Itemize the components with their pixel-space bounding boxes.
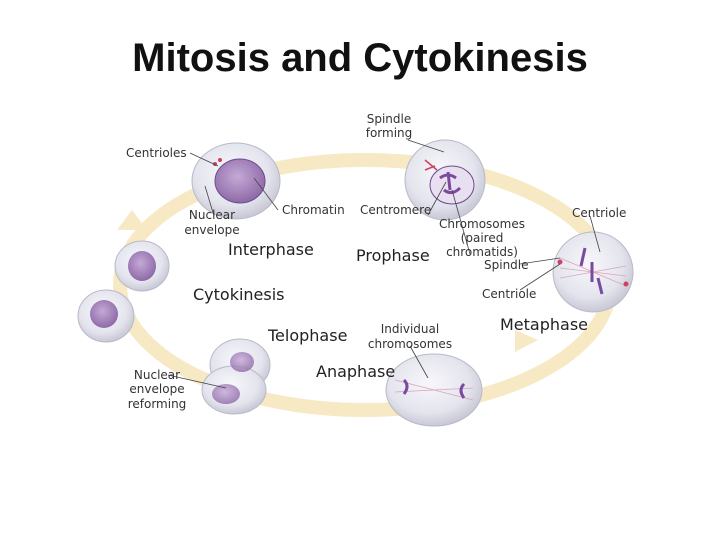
label-ne-reforming-line1: Nuclear <box>134 368 180 382</box>
label-chromatin: Chromatin <box>282 203 345 217</box>
label-ne-reforming-line3: reforming <box>128 397 187 411</box>
label-chromosomes-line3: chromatids) <box>446 245 518 259</box>
telophase-cells <box>201 338 271 415</box>
metaphase-cell <box>552 231 634 313</box>
stage-metaphase: Metaphase <box>500 315 588 334</box>
stage-anaphase: Anaphase <box>316 362 395 381</box>
label-ne-reforming-line2: envelope <box>129 382 184 396</box>
anaphase-cell <box>385 353 483 427</box>
stage-prophase: Prophase <box>356 246 430 265</box>
stage-interphase: Interphase <box>228 240 314 259</box>
ring-arrow-right <box>515 330 538 352</box>
cytokinesis-cells <box>77 240 170 343</box>
label-nuclear-envelope-line1: Nuclear <box>189 208 235 222</box>
slide-title: Mitosis and Cytokinesis <box>132 36 588 80</box>
ring-arrow-left <box>117 210 147 230</box>
prophase-cell <box>404 139 486 221</box>
label-individual-chromosomes-line2: chromosomes <box>368 337 452 351</box>
label-nuclear-envelope-line2: envelope <box>184 223 239 237</box>
label-chromosomes-line1: Chromosomes <box>439 217 525 231</box>
label-centriole-mid: Centriole <box>482 287 536 301</box>
label-chromosomes-line2: (paired <box>461 231 504 245</box>
interphase-cell <box>191 142 281 220</box>
stage-cytokinesis: Cytokinesis <box>193 285 285 304</box>
stage-telophase: Telophase <box>267 326 347 345</box>
leader-lines <box>167 139 601 389</box>
label-spindle-forming-line2: forming <box>366 126 413 140</box>
label-spindle: Spindle <box>484 258 529 272</box>
label-centromere: Centromere <box>360 203 431 217</box>
label-individual-chromosomes-line1: Individual <box>381 322 439 336</box>
label-centrioles: Centrioles <box>126 146 187 160</box>
label-centriole-top: Centriole <box>572 206 626 220</box>
label-spindle-forming-line1: Spindle <box>367 112 412 126</box>
